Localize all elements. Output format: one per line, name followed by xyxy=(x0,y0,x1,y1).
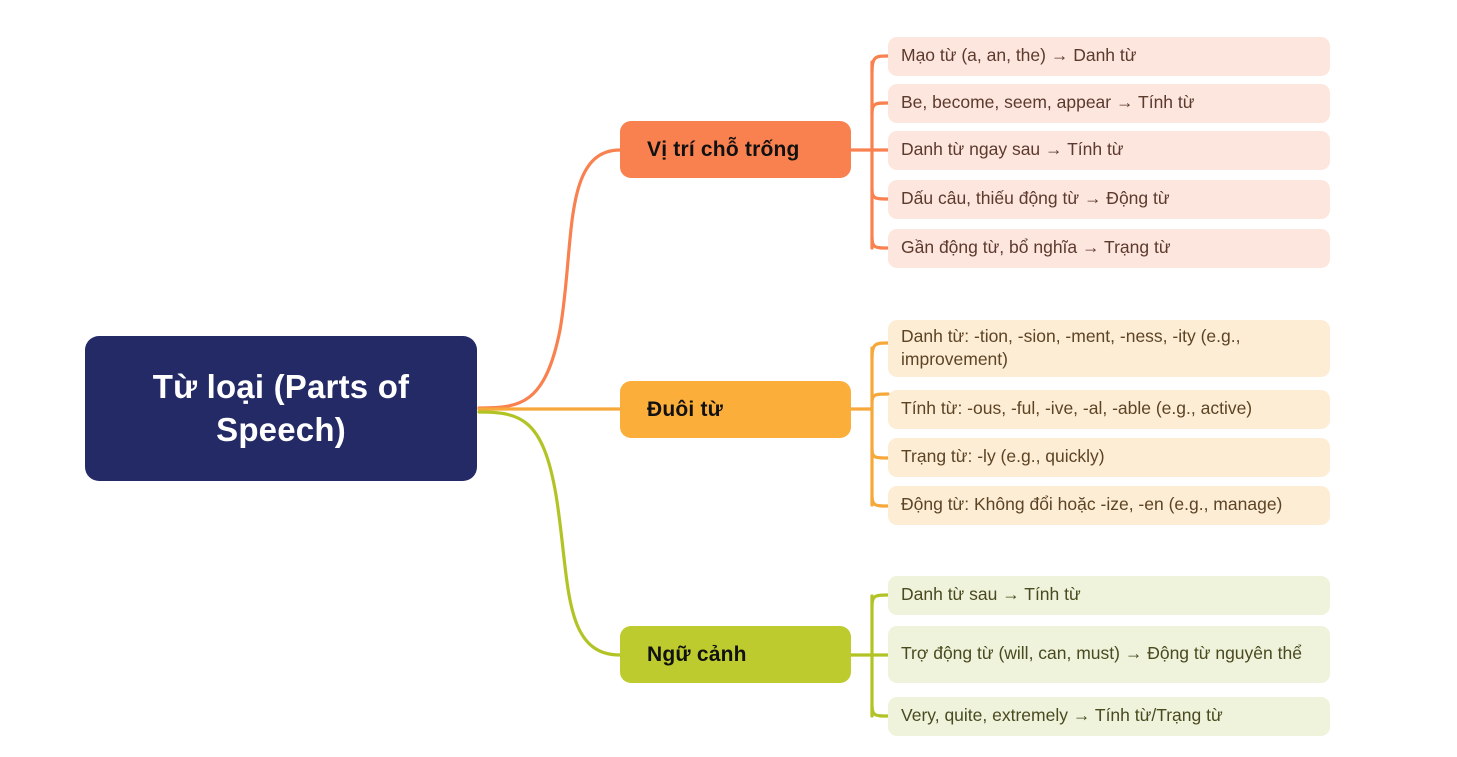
leaf-item-label: Tính từ: -ous, -ful, -ive, -al, -able (e… xyxy=(901,398,1253,419)
leaf-item[interactable]: Gần động từ, bổ nghĩa → Trạng từ xyxy=(888,229,1330,268)
leaf-item[interactable]: Mạo từ (a, an, the) → Danh từ xyxy=(888,37,1330,76)
leaf-item-label: Very, quite, extremely → Tính từ/Trạng t… xyxy=(901,705,1223,726)
connector-root-to-branch-3 xyxy=(477,410,622,657)
branch-2-elbow-3 xyxy=(870,448,890,460)
branch-node-vi-tri-cho-trong[interactable]: Vị trí chỗ trống xyxy=(620,121,851,178)
leaf-item-label: Dấu câu, thiếu động từ → Động từ xyxy=(901,188,1170,209)
leaf-item[interactable]: Trợ động từ (will, can, must) → Động từ … xyxy=(888,626,1330,683)
leaf-item[interactable]: Dấu câu, thiếu động từ → Động từ xyxy=(888,180,1330,219)
root-node[interactable]: Từ loại (Parts of Speech) xyxy=(85,336,477,481)
leaf-item-label: Động từ: Không đổi hoặc -ize, -en (e.g.,… xyxy=(901,494,1283,515)
leaf-item[interactable]: Danh từ: -tion, -sion, -ment, -ness, -it… xyxy=(888,320,1330,377)
leaf-item[interactable]: Tính từ: -ous, -ful, -ive, -al, -able (e… xyxy=(888,390,1330,429)
leaf-item-label: Mạo từ (a, an, the) → Danh từ xyxy=(901,45,1137,66)
leaf-item[interactable]: Very, quite, extremely → Tính từ/Trạng t… xyxy=(888,697,1330,736)
leaf-item-label: Danh từ: -tion, -sion, -ment, -ness, -it… xyxy=(901,325,1241,369)
leaf-item[interactable]: Be, become, seem, appear → Tính từ xyxy=(888,84,1330,123)
branch-2-elbow-4 xyxy=(870,494,890,508)
root-node-label: Từ loại (Parts of Speech) xyxy=(152,368,410,448)
leaf-item-label: Be, become, seem, appear → Tính từ xyxy=(901,92,1195,113)
leaf-item[interactable]: Danh từ ngay sau → Tính từ xyxy=(888,131,1330,170)
branch-node-duoi-tu[interactable]: Đuôi từ xyxy=(620,381,851,438)
branch-3-elbow-1 xyxy=(870,593,890,608)
branch-1-elbow-5 xyxy=(870,236,890,250)
leaf-item[interactable]: Trạng từ: -ly (e.g., quickly) xyxy=(888,438,1330,477)
branch-node-ngu-canh[interactable]: Ngữ cảnh xyxy=(620,626,851,683)
branch-2-elbow-2 xyxy=(870,392,890,404)
leaf-item-label: Danh từ sau → Tính từ xyxy=(901,584,1081,605)
leaf-item-label: Trạng từ: -ly (e.g., quickly) xyxy=(901,446,1105,467)
leaf-item-label: Danh từ ngay sau → Tính từ xyxy=(901,139,1124,160)
branch-node-label: Vị trí chỗ trống xyxy=(647,137,800,161)
leaf-item-label: Trợ động từ (will, can, must) → Động từ … xyxy=(901,643,1302,664)
branch-2-elbow-1 xyxy=(870,341,890,360)
branch-1-elbow-1 xyxy=(870,54,890,74)
connector-root-to-branch-1 xyxy=(477,148,622,410)
leaf-item[interactable]: Động từ: Không đổi hoặc -ize, -en (e.g.,… xyxy=(888,486,1330,525)
leaf-item[interactable]: Danh từ sau → Tính từ xyxy=(888,576,1330,615)
branch-node-label: Đuôi từ xyxy=(647,397,724,421)
branch-1-elbow-4 xyxy=(870,188,890,201)
branch-3-elbow-3 xyxy=(870,704,890,718)
leaf-item-label: Gần động từ, bổ nghĩa → Trạng từ xyxy=(901,237,1171,258)
branch-node-label: Ngữ cảnh xyxy=(647,642,747,666)
branch-1-elbow-2 xyxy=(870,101,890,115)
